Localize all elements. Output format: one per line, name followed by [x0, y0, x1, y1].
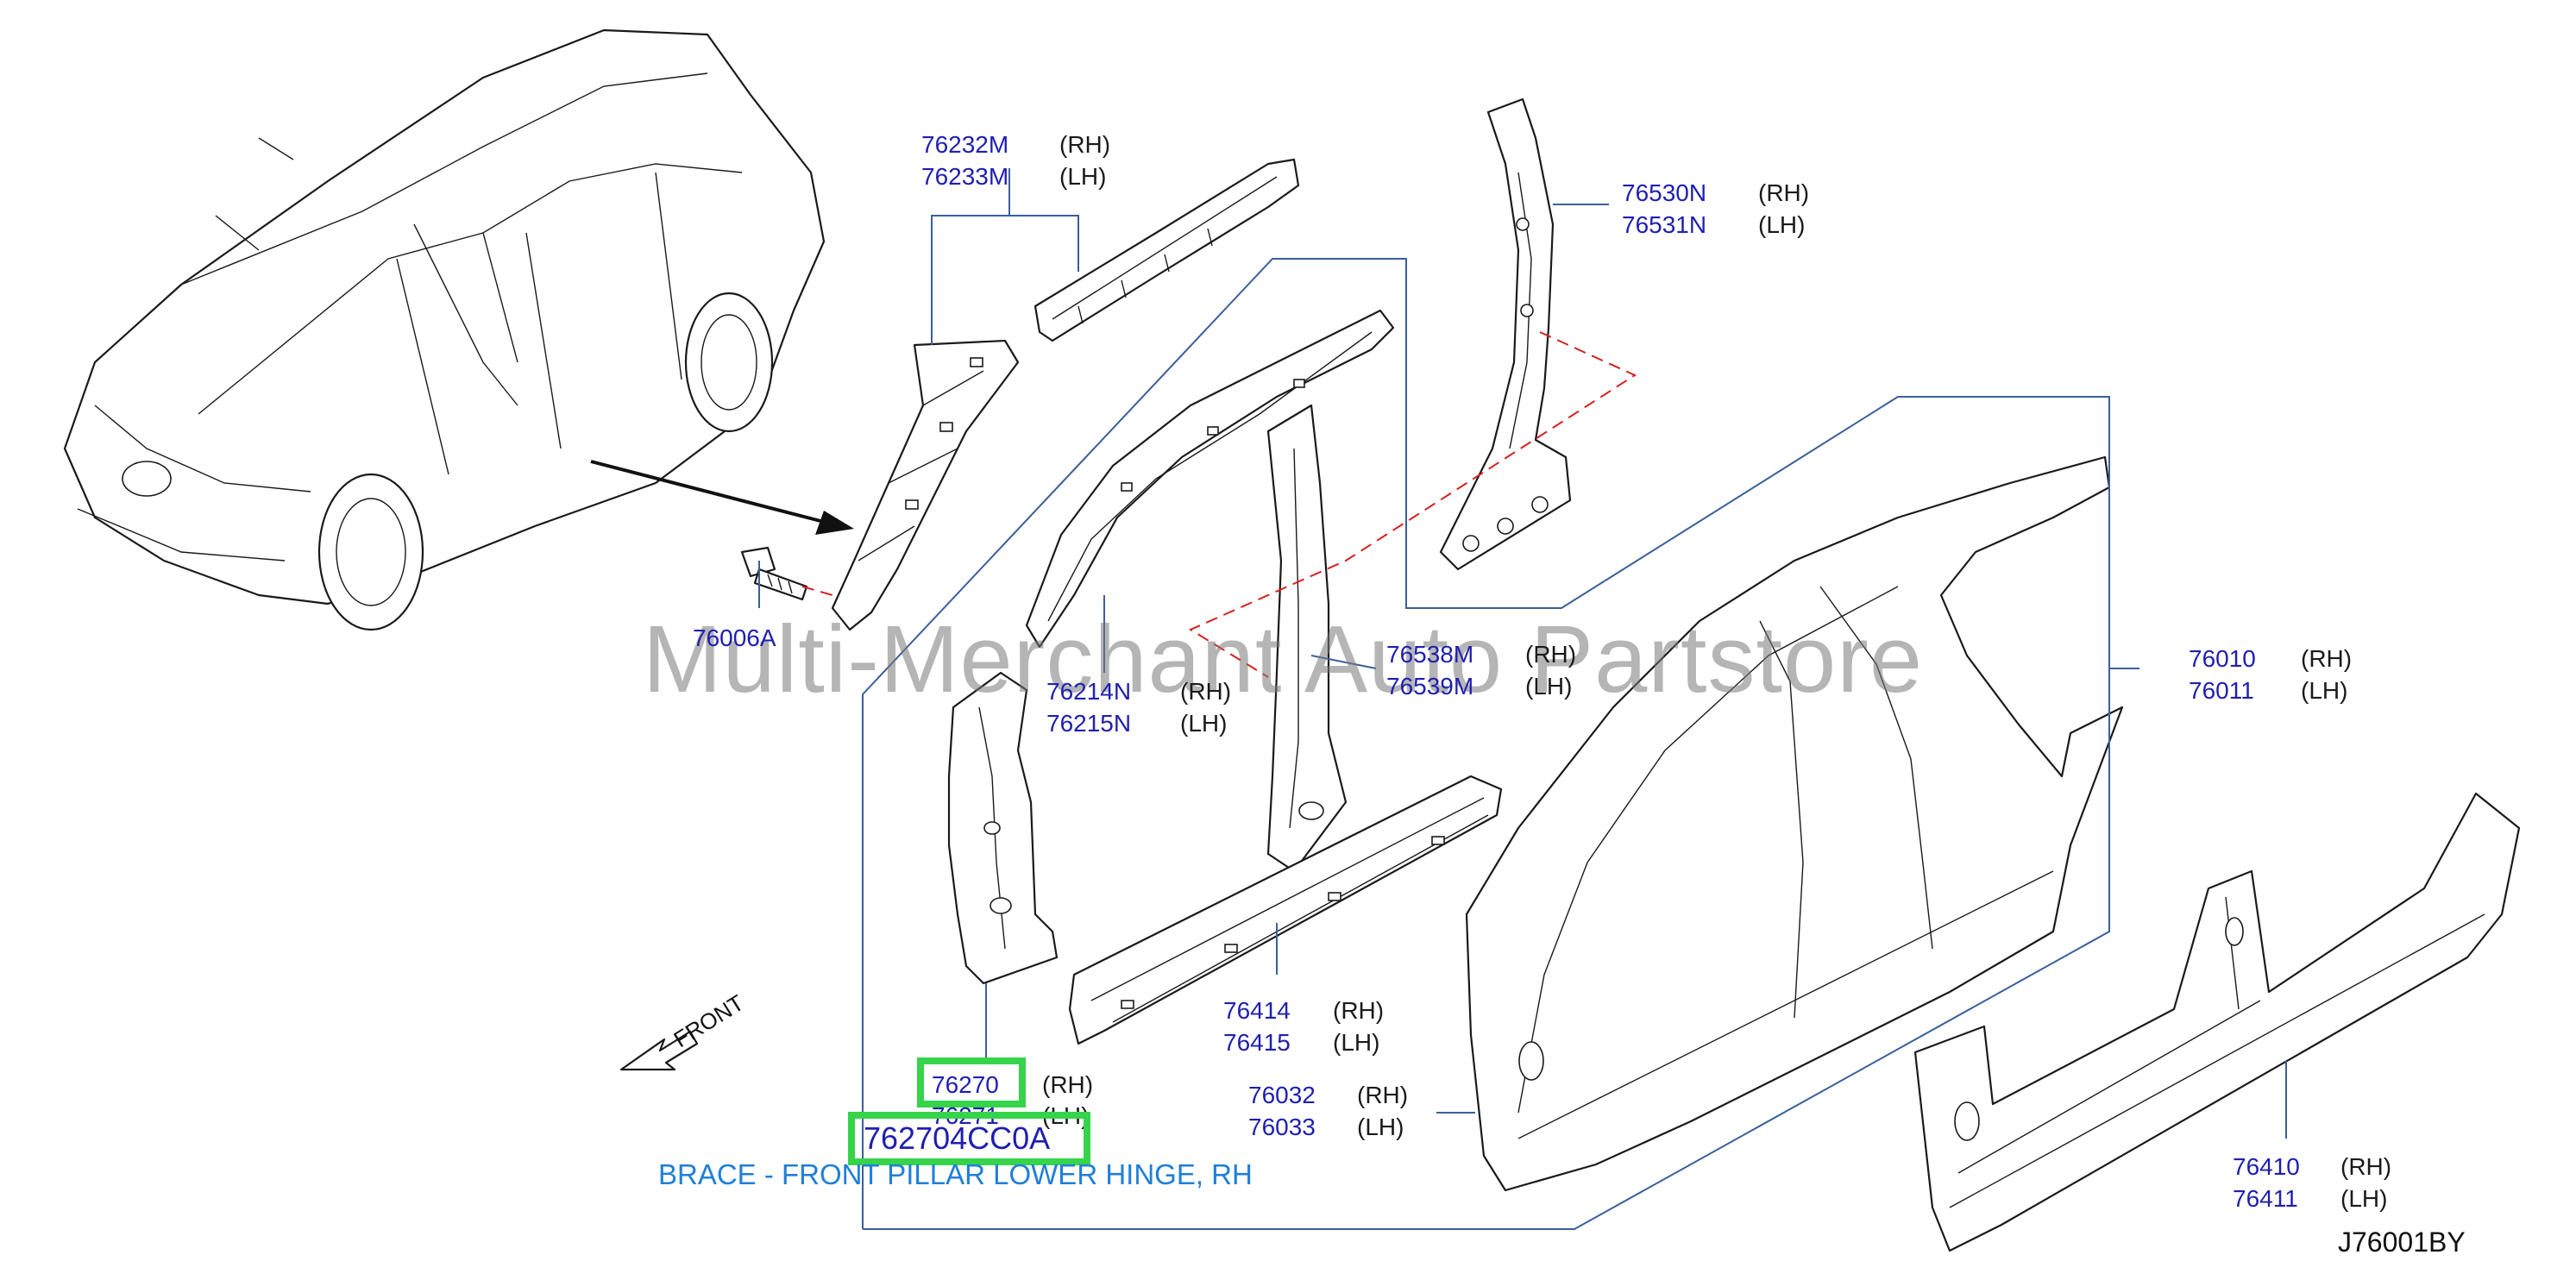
side-label-rh: (RH) [2301, 645, 2353, 672]
front-pillar-lower-brace [947, 671, 1059, 985]
side-label-rh: (RH) [1357, 1082, 1409, 1108]
part-number-lh[interactable]: 76539M [1386, 673, 1474, 700]
part-number-rh[interactable]: 76270 [932, 1071, 999, 1098]
part-number-rh[interactable]: 76214N [1046, 678, 1132, 705]
center-pillar-upper [1439, 97, 1572, 571]
part-number-lh[interactable]: 76033 [1248, 1114, 1316, 1140]
side-label-rh: (RH) [1525, 641, 1577, 668]
part-number-76006a[interactable]: 76006A [693, 624, 776, 651]
side-label-lh: (LH) [1333, 1029, 1380, 1056]
part-number-lh[interactable]: 76011 [2189, 677, 2254, 704]
part-number-rh[interactable]: 76414 [1223, 997, 1291, 1024]
vehicle-illustration [63, 28, 826, 631]
selected-part-highlight [917, 1057, 1026, 1107]
side-label-rh: (RH) [1180, 678, 1232, 705]
part-number-lh[interactable]: 76411 [2233, 1185, 2298, 1212]
part-number-rh[interactable]: 76530N [1622, 179, 1707, 206]
leader-lines [758, 168, 2287, 1230]
part-number-lh[interactable]: 76531N [1622, 211, 1707, 238]
side-label-lh: (LH) [1758, 211, 1806, 238]
part-number-rh[interactable]: 76232M [921, 131, 1009, 158]
side-label-lh: (LH) [1180, 710, 1228, 737]
watermark: Multi-Merchant Auto Partstore [643, 606, 1924, 712]
part-number-rh[interactable]: 76410 [2233, 1153, 2300, 1180]
part-description: BRACE - FRONT PILLAR LOWER HINGE, RH [658, 1158, 1253, 1190]
bolt-part [740, 546, 808, 601]
side-label-rh: (RH) [2340, 1153, 2392, 1180]
body-side-outer [1465, 455, 2124, 1192]
diagram-code: J76001BY [2338, 1227, 2466, 1258]
part-number-lh[interactable]: 76215N [1046, 710, 1132, 737]
side-label-rh: (RH) [1059, 131, 1111, 158]
center-pillar-inner [1266, 404, 1348, 873]
roof-side-rail [1034, 158, 1300, 342]
front-arrow [619, 1030, 699, 1071]
side-label-rh: (RH) [1042, 1071, 1094, 1098]
part-number-lh[interactable]: 76415 [1223, 1029, 1291, 1056]
side-sill-inner [1068, 775, 1503, 1045]
roof-inner-rail [1025, 309, 1395, 649]
oem-part-number[interactable]: 762704CC0A [864, 1120, 1051, 1156]
part-number-rh[interactable]: 76538M [1386, 641, 1474, 668]
side-label-lh: (LH) [2340, 1185, 2388, 1212]
direction-arrow [590, 460, 854, 535]
side-label-rh: (RH) [1758, 179, 1810, 206]
side-label-lh: (LH) [1357, 1114, 1404, 1140]
side-label-rh: (RH) [1333, 997, 1385, 1024]
side-label-lh: (LH) [1059, 163, 1107, 190]
side-label-lh: (LH) [1525, 673, 1573, 700]
part-number-rh[interactable]: 76032 [1248, 1082, 1316, 1108]
side-label-lh: (LH) [2301, 677, 2348, 704]
front-pillar-upper [831, 339, 1020, 631]
part-number-rh[interactable]: 76010 [2189, 645, 2256, 672]
part-number-lh[interactable]: 76233M [921, 163, 1009, 190]
oem-number-highlight [848, 1112, 1090, 1165]
side-sill-outer [1913, 792, 2521, 1252]
alignment-lines [801, 331, 1637, 678]
